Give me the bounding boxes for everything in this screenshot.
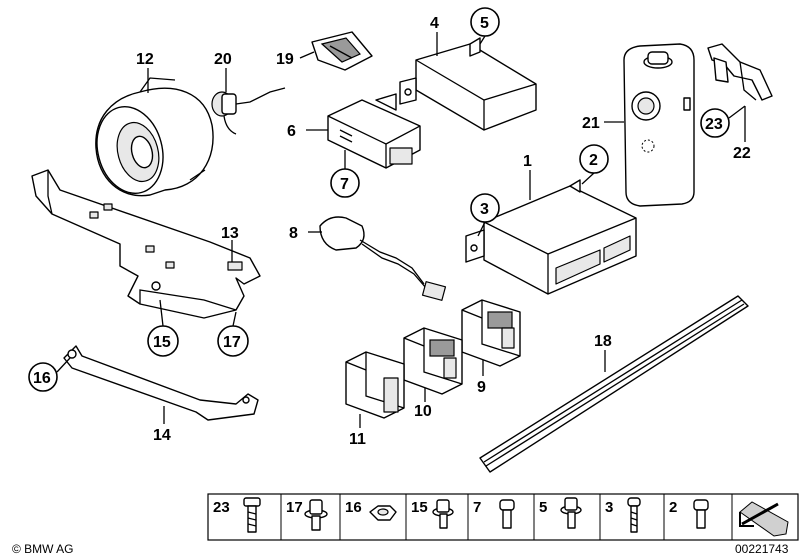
leader-17 [232,311,237,327]
diagram-number: 00221743 [735,542,789,556]
callout-14: 14 [153,427,171,444]
screw-17 [304,499,328,531]
tray-label-7: 7 [473,499,481,516]
control-unit-part-4 [399,37,537,131]
callout-20: 20 [214,51,232,68]
screw-5 [560,497,582,529]
connector-part-20 [211,87,286,135]
callout-4: 4 [430,15,439,32]
screw-2 [693,499,709,529]
callout-6: 6 [287,123,296,140]
tray-label-5: 5 [539,499,547,516]
bracket-part-22 [707,43,773,101]
callout-16: 16 [33,370,51,387]
callout-7: 7 [340,176,349,193]
fastener-tray: 23 17 16 15 7 5 3 2 [207,493,799,541]
screw-7 [499,499,515,529]
callout-22: 22 [733,145,751,162]
siren-part-12 [95,77,214,197]
switch-part-9 [461,299,521,367]
screw-3 [627,497,641,533]
callout-8: 8 [289,225,298,242]
tray-label-2: 2 [669,499,677,516]
brand-label: © BMW AG [12,542,74,556]
callout-12: 12 [136,51,154,68]
callout-13: 13 [221,225,239,242]
sensor-part-21 [623,43,695,207]
callout-10: 10 [414,403,432,420]
switch-part-11 [345,351,405,419]
callout-15: 15 [153,334,171,351]
callout-1: 1 [523,153,532,170]
mounting-plate-part-13 [31,169,261,319]
leader-2 [581,172,595,185]
tray-label-23: 23 [213,499,230,516]
callout-3: 3 [480,201,489,218]
module-part-6 [327,93,421,169]
leader-19 [299,51,315,59]
callout-17: 17 [223,334,241,351]
nut-16 [369,505,397,521]
leader-15 [159,299,164,327]
tray-label-17: 17 [286,499,303,516]
strip-part-18 [479,295,749,473]
callout-19: 19 [276,51,294,68]
sensor-part-8 [319,216,447,301]
arrow-icon [739,501,789,537]
callout-circle-16 [28,362,58,392]
callout-5: 5 [480,15,489,32]
switch-part-10 [403,327,463,395]
callout-9: 9 [477,379,486,396]
tray-label-15: 15 [411,499,428,516]
clip-part-19 [311,31,373,71]
strap-part-14 [63,345,259,421]
screw-23 [243,497,261,533]
leader-23 [728,105,746,119]
leader-16 [56,357,71,373]
tray-label-16: 16 [345,499,362,516]
screw-15 [432,499,454,529]
callout-21: 21 [582,115,600,132]
control-unit-part-1 [465,179,637,295]
callout-circle-23 [700,108,730,138]
tray-label-3: 3 [605,499,613,516]
callout-18: 18 [594,333,612,350]
callout-2: 2 [589,152,598,169]
leader-3 [477,221,486,237]
callout-11: 11 [349,431,366,448]
callout-23: 23 [705,116,723,133]
leader-5 [479,35,486,45]
